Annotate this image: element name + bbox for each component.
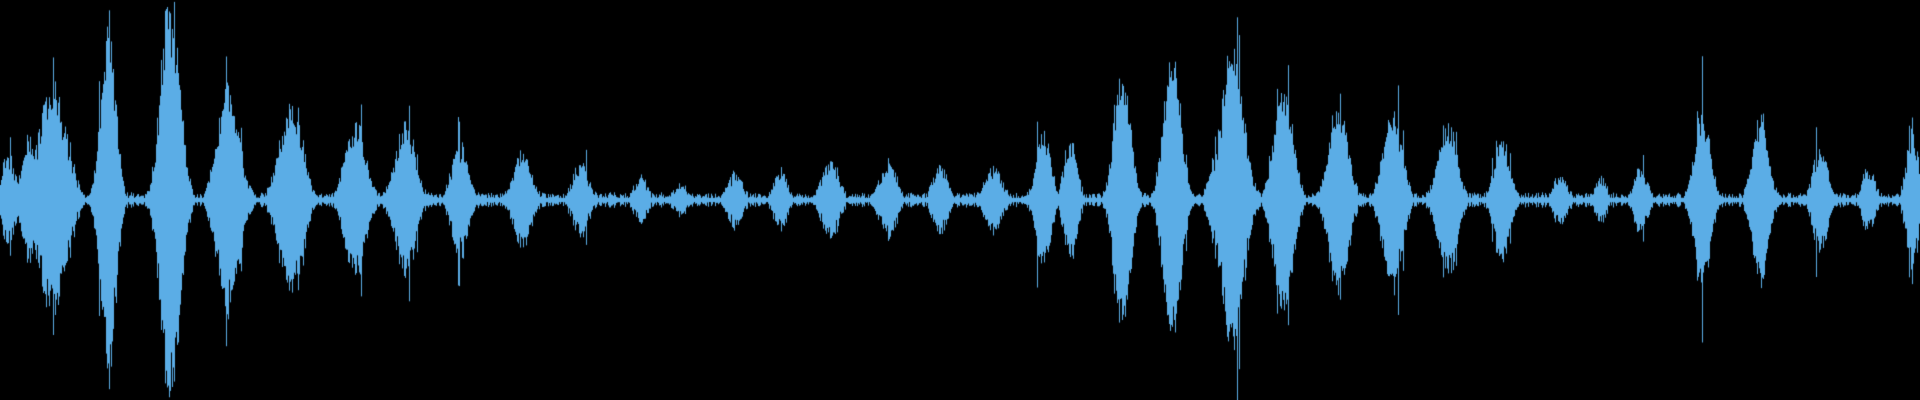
waveform-canvas[interactable]: [0, 0, 1920, 400]
audio-waveform-viewer[interactable]: [0, 0, 1920, 400]
